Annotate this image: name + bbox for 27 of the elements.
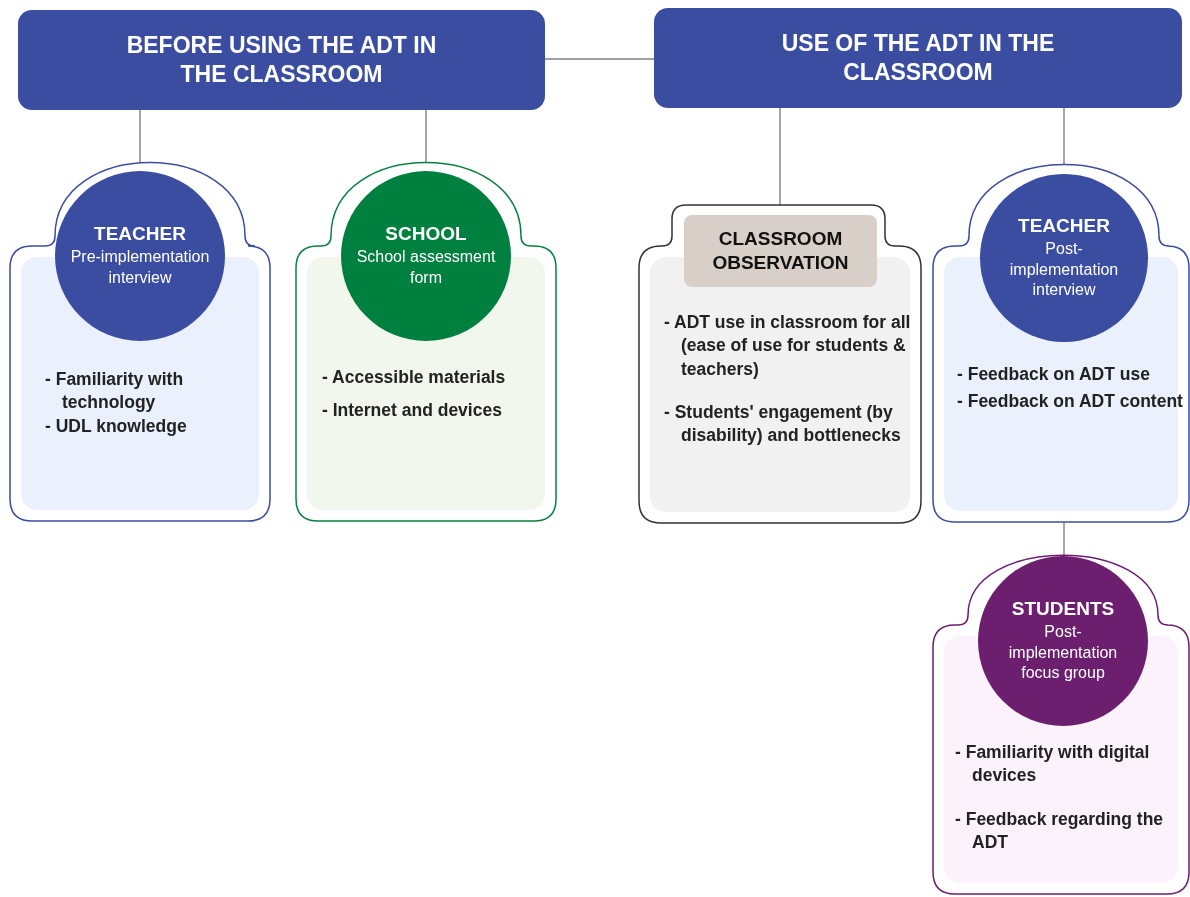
section-header: USE OF THE ADT IN THE CLASSROOM xyxy=(654,8,1182,108)
connector-line xyxy=(139,109,141,164)
section-header: BEFORE USING THE ADT IN THE CLASSROOM xyxy=(18,10,545,110)
bullet-item: - Feedback regarding the ADT xyxy=(955,807,1165,854)
circle-heading: SCHOOL xyxy=(385,223,467,246)
connector-line xyxy=(544,58,655,60)
bullet-item: - Familiarity with digital devices xyxy=(955,741,1151,788)
circle-subtitle: Post- implementation focus group xyxy=(1007,621,1119,684)
circle-heading: TEACHER xyxy=(94,223,186,246)
bullet-item: - ADT use in classroom for all (ease of use for students & teachers) xyxy=(664,311,912,381)
bullet-item: - Students' engagement (by disability) and bottlenecks xyxy=(664,400,902,448)
bullet-item: - UDL knowledge xyxy=(45,414,188,438)
circle-subtitle: School assessment form xyxy=(355,247,497,288)
bullet-item: - Internet and devices xyxy=(322,399,503,423)
circle-subtitle: Pre-implementation interview xyxy=(69,247,211,288)
circle-heading: TEACHER xyxy=(1018,214,1110,237)
connector-line xyxy=(1063,521,1065,557)
connector-line xyxy=(1063,107,1065,166)
circle-subtitle: Post-implementation interview xyxy=(1008,238,1120,301)
connector-line xyxy=(425,109,427,164)
circle-heading: STUDENTS xyxy=(1011,597,1115,620)
connector-line xyxy=(779,107,781,206)
title-tag: CLASSROOM OBSERVATION xyxy=(684,215,877,287)
bullet-item: - Accessible materials xyxy=(322,366,507,389)
bullet-item: - Familiarity with technology xyxy=(45,368,185,415)
bullet-item: - Feedback on ADT use xyxy=(957,363,1151,386)
bullet-item: - Feedback on ADT content xyxy=(957,390,1184,414)
